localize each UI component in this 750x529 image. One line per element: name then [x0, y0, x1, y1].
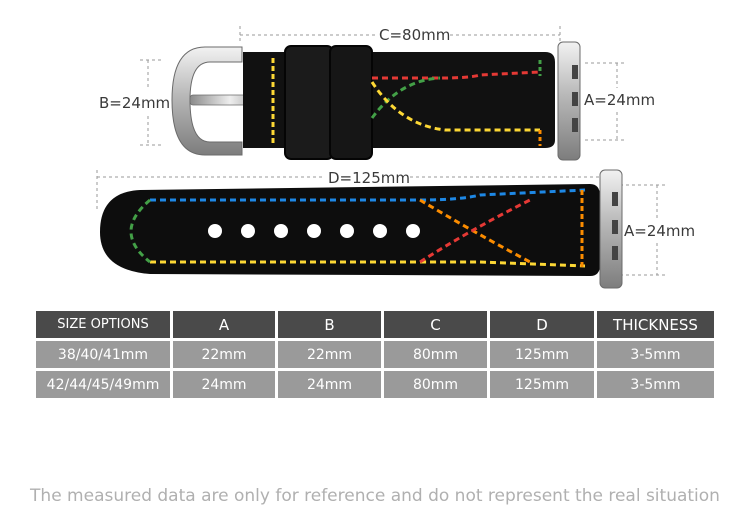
- header-a: A: [173, 311, 275, 338]
- short-strap: [243, 41, 581, 161]
- header-thickness: THICKNESS: [597, 311, 714, 338]
- table-cell: 80mm: [384, 371, 487, 398]
- table-cell: 125mm: [490, 341, 594, 368]
- dimension-c-label: C=80mm: [379, 26, 451, 44]
- table-cell: 3-5mm: [597, 341, 714, 368]
- size-options-table: SIZE OPTIONS A B C D THICKNESS 38/40/41m…: [33, 308, 717, 401]
- dimension-guides: [96, 26, 665, 276]
- header-size-options: SIZE OPTIONS: [36, 311, 170, 338]
- dimension-a-top-label: A=24mm: [584, 91, 656, 109]
- table-cell: 125mm: [490, 371, 594, 398]
- dimension-b-label: B=24mm: [99, 94, 171, 112]
- watch-strap-product-photo: [96, 26, 665, 289]
- table-header-row: SIZE OPTIONS A B C D THICKNESS: [36, 311, 714, 338]
- dimension-a-bottom-label: A=24mm: [624, 222, 696, 240]
- disclaimer-note: The measured data are only for reference…: [30, 486, 720, 506]
- table-row: 42/44/45/49mm 24mm 24mm 80mm 125mm 3-5mm: [36, 371, 714, 398]
- table-cell: 24mm: [278, 371, 381, 398]
- table-cell: 80mm: [384, 341, 487, 368]
- table-cell: 24mm: [173, 371, 275, 398]
- header-d: D: [490, 311, 594, 338]
- table-cell: 22mm: [173, 341, 275, 368]
- header-c: C: [384, 311, 487, 338]
- header-b: B: [278, 311, 381, 338]
- table-cell: 22mm: [278, 341, 381, 368]
- table-cell: 42/44/45/49mm: [36, 371, 170, 398]
- table-cell: 3-5mm: [597, 371, 714, 398]
- table-row: 38/40/41mm 22mm 22mm 80mm 125mm 3-5mm: [36, 341, 714, 368]
- dimension-d-label: D=125mm: [328, 169, 410, 187]
- long-strap: [100, 169, 623, 289]
- table-cell: 38/40/41mm: [36, 341, 170, 368]
